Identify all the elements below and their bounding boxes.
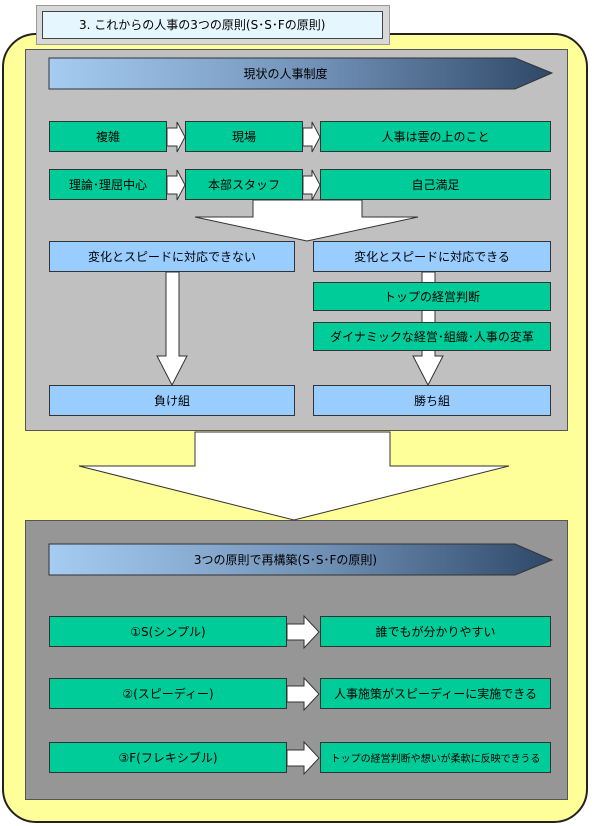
box-hq-staff: 本部スタッフ — [185, 169, 303, 200]
arrow-row2-b — [302, 169, 321, 201]
merge-funnel-arrow — [194, 199, 419, 242]
box-cannot-adapt: 変化とスピードに対応できない — [49, 241, 295, 272]
box-dynamic-reform: ダイナミックな経営･組織･人事の変革 — [313, 322, 551, 351]
banner-arrow-current — [48, 57, 554, 90]
arrow-principle-1 — [286, 614, 320, 650]
arrow-left-down — [156, 271, 188, 387]
box-top-management-decision: トップの経営判断 — [313, 282, 551, 311]
current-system-panel — [25, 49, 568, 431]
current-system-banner-label: 現状の人事制度 — [243, 67, 328, 81]
box-theory-centered: 理論･理屈中心 — [49, 169, 167, 200]
principle-2-desc: 人事施策がスピーディーに実施できる — [320, 678, 551, 709]
arrow-principle-3 — [286, 740, 320, 776]
arrow-principle-2 — [286, 676, 320, 712]
arrow-row1-a — [166, 121, 186, 153]
principle-2-name: ②(スピーディー) — [49, 678, 287, 709]
page-title: 3. これからの人事の3つの原則(S･S･Fの原則) — [42, 11, 383, 39]
box-losers: 負け組 — [49, 385, 295, 416]
box-hr-above-clouds: 人事は雲の上のこと — [320, 121, 551, 152]
principle-1-desc: 誰でもが分かりやすい — [320, 616, 551, 647]
arrow-row2-a — [166, 169, 186, 201]
box-can-adapt: 変化とスピードに対応できる — [313, 241, 551, 272]
principles-banner-label: 3つの原則で再構築(S･S･Fの原則) — [193, 553, 378, 567]
arrow-row1-b — [302, 121, 321, 153]
box-field: 現場 — [185, 121, 303, 152]
box-self-satisfaction: 自己満足 — [320, 169, 551, 200]
box-winners: 勝ち組 — [313, 385, 551, 416]
banner-arrow-principles — [48, 543, 554, 576]
big-down-arrow — [78, 431, 510, 521]
principle-3-desc: トップの経営判断や想いが柔軟に反映できうる — [320, 742, 551, 773]
principle-1-name: ①S(シンプル) — [49, 616, 287, 647]
box-complex: 複雑 — [49, 121, 167, 152]
principle-3-name: ③F(フレキシブル) — [49, 742, 287, 773]
